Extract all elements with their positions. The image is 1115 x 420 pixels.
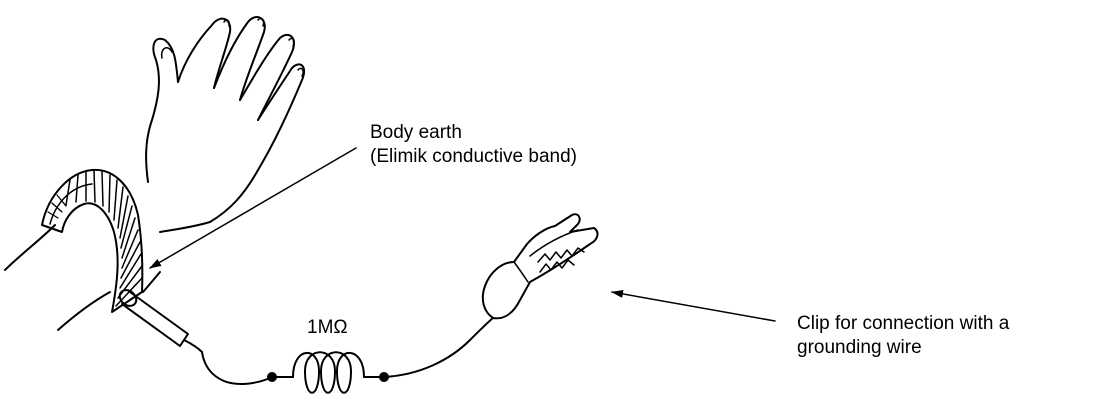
- clip-label-line2: grounding wire: [797, 337, 922, 358]
- hand-icon: [145, 16, 306, 233]
- clip-label-line1: Clip for connection with a: [797, 313, 1010, 334]
- cord-right: [383, 317, 494, 378]
- wristband-icon: [41, 168, 144, 313]
- body-earth-label: Body earth (Elimik conductive band): [370, 121, 577, 169]
- forearm: [4, 224, 161, 331]
- body-earth-subtitle: (Elimik conductive band): [370, 146, 577, 167]
- cord-plug-icon: [118, 289, 203, 353]
- resistor-label: 1MΩ: [307, 317, 348, 338]
- clip-arrow: [611, 289, 776, 322]
- resistor-coil-icon: [267, 351, 389, 394]
- clip-label: Clip for connection with a grounding wir…: [797, 312, 1009, 360]
- body-earth-title: Body earth: [370, 122, 462, 143]
- clip-icon: [481, 213, 599, 320]
- cord-left: [201, 351, 273, 386]
- band-arrow: [149, 147, 357, 269]
